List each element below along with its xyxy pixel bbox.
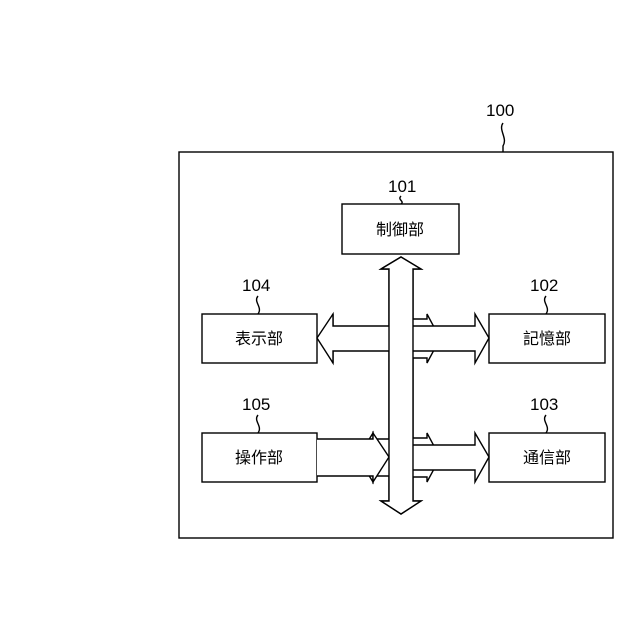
comm-label: 通信部 — [523, 448, 571, 467]
device-leader — [502, 123, 505, 152]
operation-ref: 105 — [242, 395, 270, 414]
comm-ref: 103 — [530, 395, 558, 414]
storage-ref: 102 — [530, 276, 558, 295]
control-ref: 101 — [388, 177, 416, 196]
operation-label: 操作部 — [235, 448, 283, 467]
bus-to-display-arrow — [317, 314, 389, 363]
display-leader — [257, 296, 260, 314]
storage-label: 記憶部 — [523, 329, 571, 348]
storage-leader — [545, 296, 548, 314]
device-ref: 100 — [486, 101, 514, 120]
display-ref: 104 — [242, 276, 270, 295]
operation-leader — [257, 415, 260, 433]
comm-leader — [545, 415, 548, 433]
operation-to-bus-arrow — [317, 433, 389, 482]
control-label: 制御部 — [376, 220, 424, 239]
control-leader — [400, 196, 402, 204]
display-label: 表示部 — [235, 329, 283, 348]
